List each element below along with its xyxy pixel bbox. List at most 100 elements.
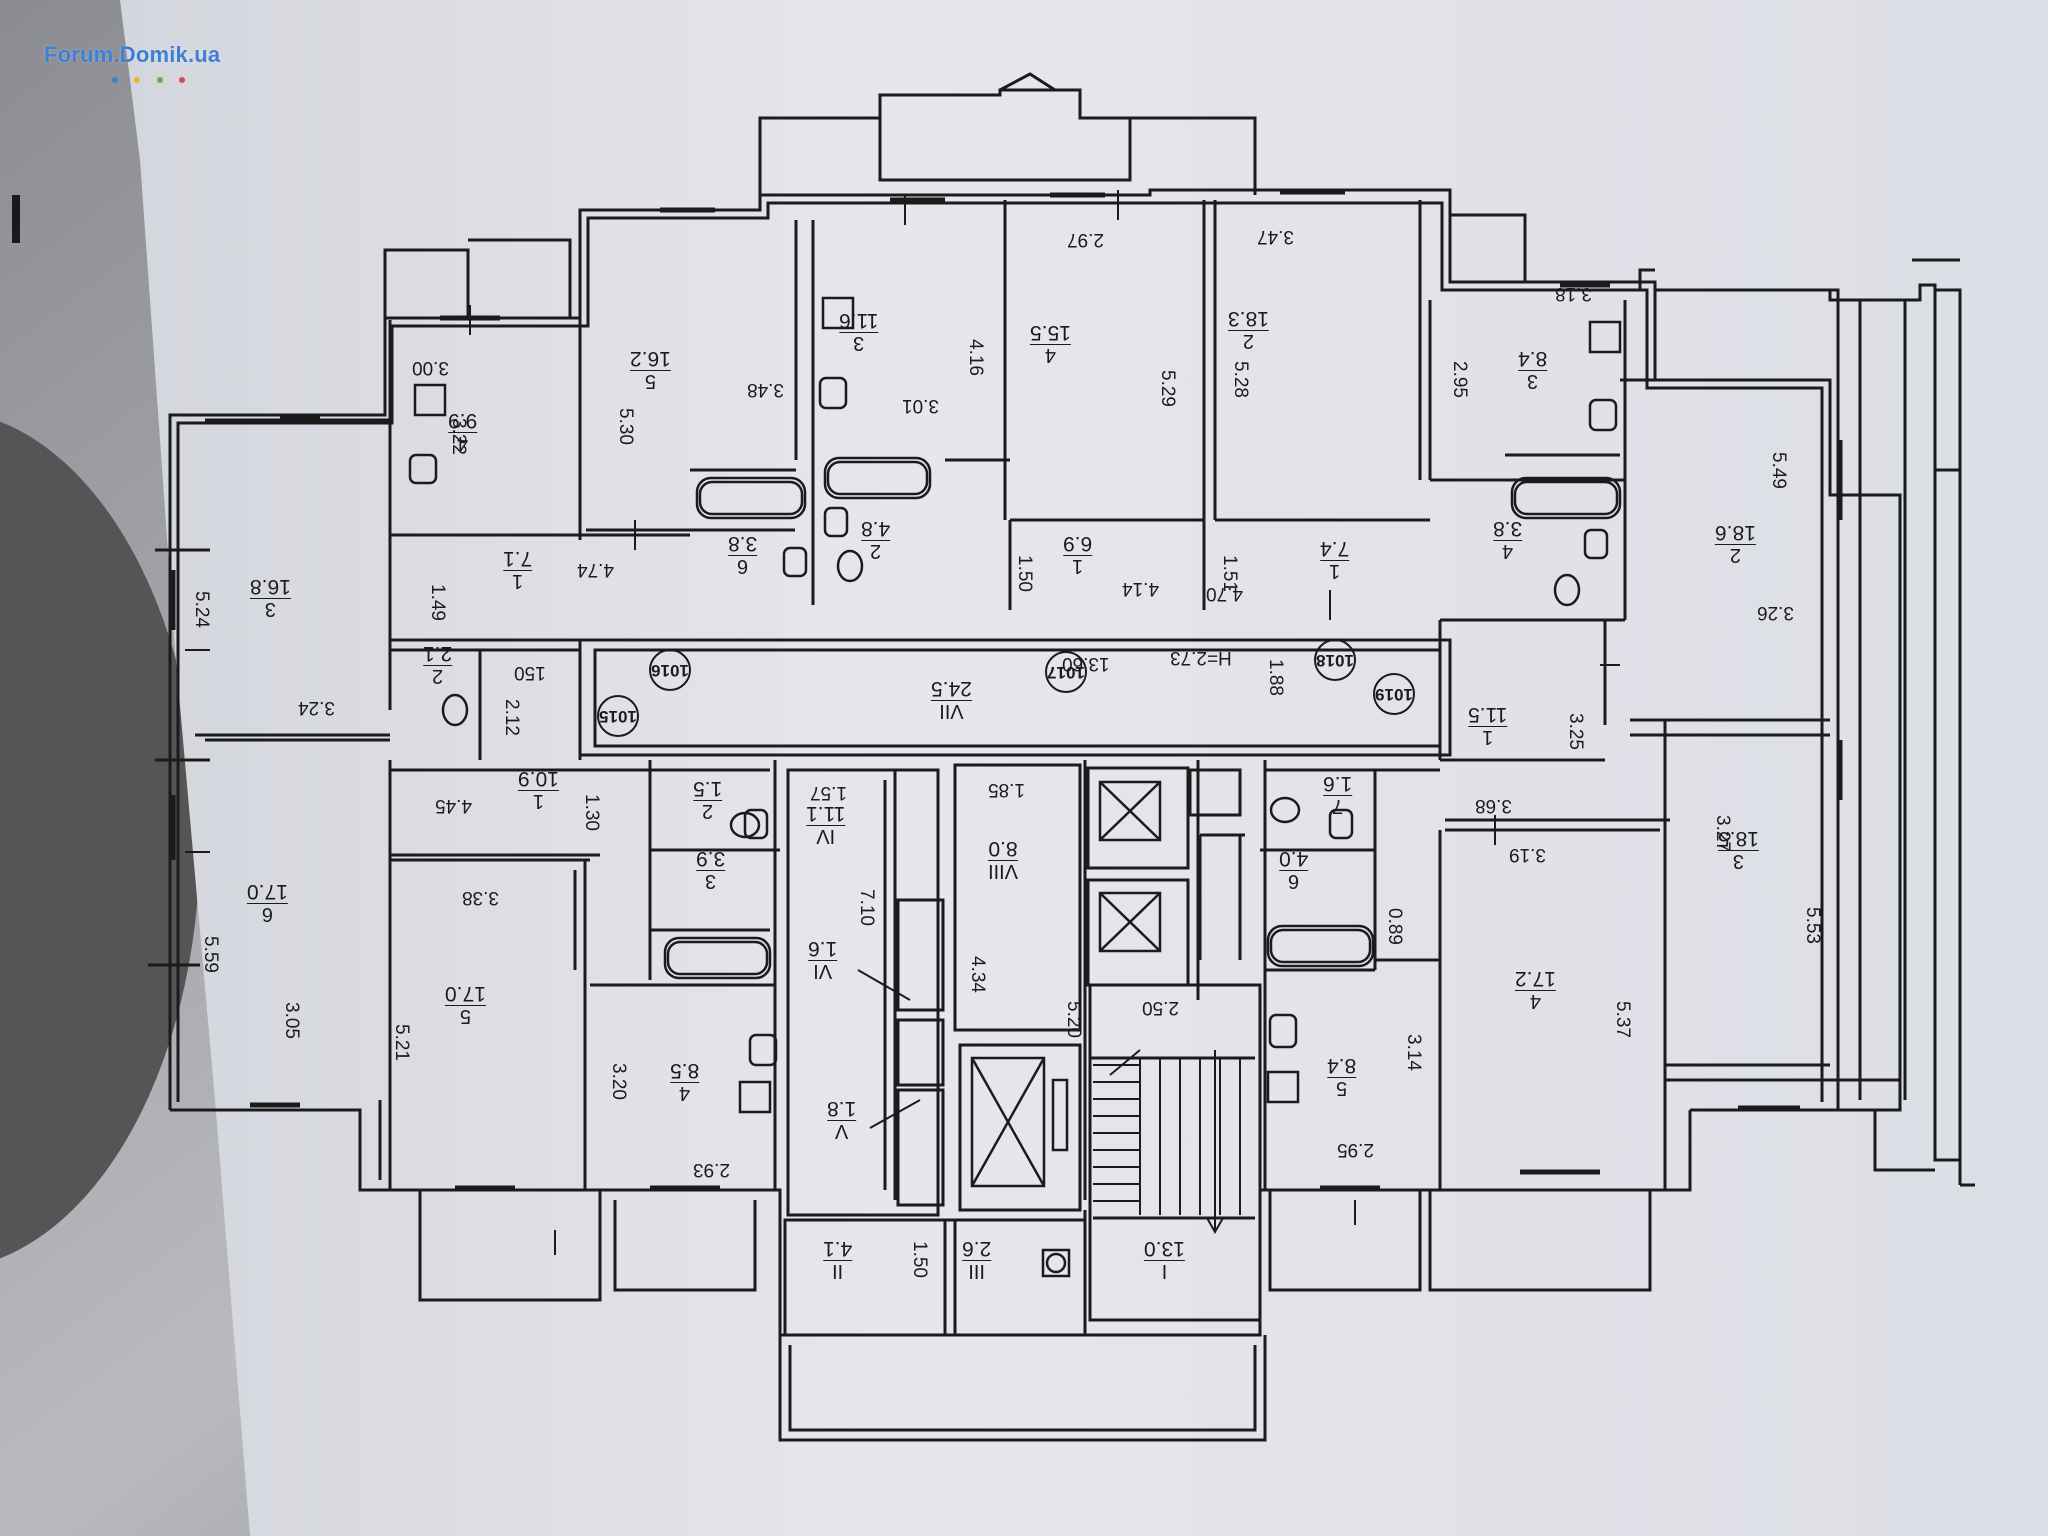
dimension-label: 5.37 <box>1611 1001 1633 1038</box>
section-marker: 1016 <box>649 649 691 691</box>
section-marker-label: 1017 <box>1047 663 1085 682</box>
dimension-label: 5.59 <box>199 936 221 973</box>
room-number: 3 <box>264 598 276 620</box>
dimension-label: 1.49 <box>426 584 448 621</box>
fixtures <box>408 376 1618 1067</box>
room-area: 17.0 <box>247 880 288 904</box>
room-number: VIII <box>988 860 1019 882</box>
room-number: 2 <box>432 665 444 687</box>
room-area: 8.5 <box>670 1059 700 1083</box>
dimension-label: 1.50 <box>908 1241 930 1278</box>
room-number: 6 <box>261 903 273 925</box>
room-area: 4.1 <box>823 1237 853 1261</box>
room-number: III <box>968 1260 985 1282</box>
dimension-label: 5.49 <box>1767 452 1789 489</box>
room-area: 16.8 <box>250 575 291 599</box>
dimension-label: 3.05 <box>280 1002 302 1039</box>
dimension-label: 7.10 <box>855 889 877 926</box>
dimension-label: 2.95 <box>1448 361 1470 398</box>
room-area: 8.0 <box>988 837 1019 861</box>
dimension-label: 1.85 <box>988 779 1025 800</box>
dimension-label: 3.19 <box>1509 844 1546 865</box>
room-area: 11.5 <box>1468 703 1508 727</box>
dimension-label: 1.50 <box>1013 555 1035 592</box>
dimension-label: 2.95 <box>1337 1139 1374 1160</box>
lift-shafts <box>970 780 1162 1188</box>
room-area: 1.6 <box>1323 772 1353 796</box>
room-number: I <box>1161 1260 1168 1282</box>
room-number: 4 <box>1529 990 1541 1012</box>
dimension-label: 3.22 <box>447 418 469 455</box>
leader-lines <box>857 969 921 1129</box>
dimension-label: 3.47 <box>1257 226 1294 247</box>
dimension-label: 2.93 <box>693 1159 730 1180</box>
room-area: 11.6 <box>839 309 879 333</box>
room-area: 16.2 <box>630 347 671 371</box>
room-area: 1.6 <box>808 937 838 961</box>
dimension-label: 5.28 <box>1229 361 1251 398</box>
room-number: 5 <box>644 370 656 392</box>
room-area: 2.6 <box>962 1237 992 1261</box>
dimension-label: 1.30 <box>580 794 602 831</box>
room-number: 4 <box>1502 540 1514 562</box>
dimension-label: 1.88 <box>1264 659 1286 696</box>
dimension-label: 4.74 <box>577 559 614 580</box>
room-number: 4 <box>679 1082 691 1104</box>
section-marker-label: 1018 <box>1316 651 1354 670</box>
room-area: 3.9 <box>696 847 726 871</box>
room-number: 1 <box>1329 560 1341 582</box>
room-number: 6 <box>1288 870 1300 892</box>
room-number: VI <box>813 960 833 982</box>
room-number: 3 <box>853 332 865 354</box>
edge-mark <box>12 195 20 243</box>
windows <box>170 189 1843 1191</box>
watermark-logo: Forum.Domik.ua <box>44 42 221 67</box>
dimension-ticks <box>185 190 1620 1255</box>
dimension-label: 3.01 <box>902 395 939 416</box>
room-area: 7.1 <box>503 547 533 571</box>
dimension-label: 150 <box>514 662 546 683</box>
room-area: 13.0 <box>1144 1237 1185 1261</box>
section-marker: 1018 <box>1314 639 1356 681</box>
room-area: 4.8 <box>861 517 891 541</box>
dimension-label: 5.29 <box>1156 370 1178 407</box>
dimension-label: 0.89 <box>1383 908 1405 945</box>
room-number: 1 <box>1482 726 1494 748</box>
section-marker-label: 1019 <box>1375 685 1413 704</box>
room-area: 17.0 <box>445 982 486 1006</box>
room-number: 4 <box>1044 344 1056 366</box>
room-number: 2 <box>870 540 882 562</box>
section-marker: 1017 <box>1045 651 1087 693</box>
dot-3 <box>156 77 163 83</box>
dimension-label: 1.57 <box>810 782 847 803</box>
dimension-label: 3.20 <box>607 1063 629 1100</box>
room-number: 5 <box>459 1005 471 1027</box>
room-number: 2 <box>702 800 714 822</box>
room-area: 15.5 <box>1030 321 1071 345</box>
dimension-label: 4.14 <box>1122 578 1159 599</box>
dimension-label: 3.27 <box>1711 815 1733 852</box>
room-area: 1.8 <box>827 1097 857 1121</box>
dimension-label: 2.50 <box>1142 997 1179 1018</box>
outer-walls <box>148 72 1975 1442</box>
dimension-label: 5.30 <box>614 408 636 445</box>
room-area: 2.1 <box>423 642 453 666</box>
dimension-label: 4.34 <box>966 956 988 993</box>
dimension-label: 4.16 <box>964 339 986 376</box>
dimension-label: 2.12 <box>500 699 522 736</box>
